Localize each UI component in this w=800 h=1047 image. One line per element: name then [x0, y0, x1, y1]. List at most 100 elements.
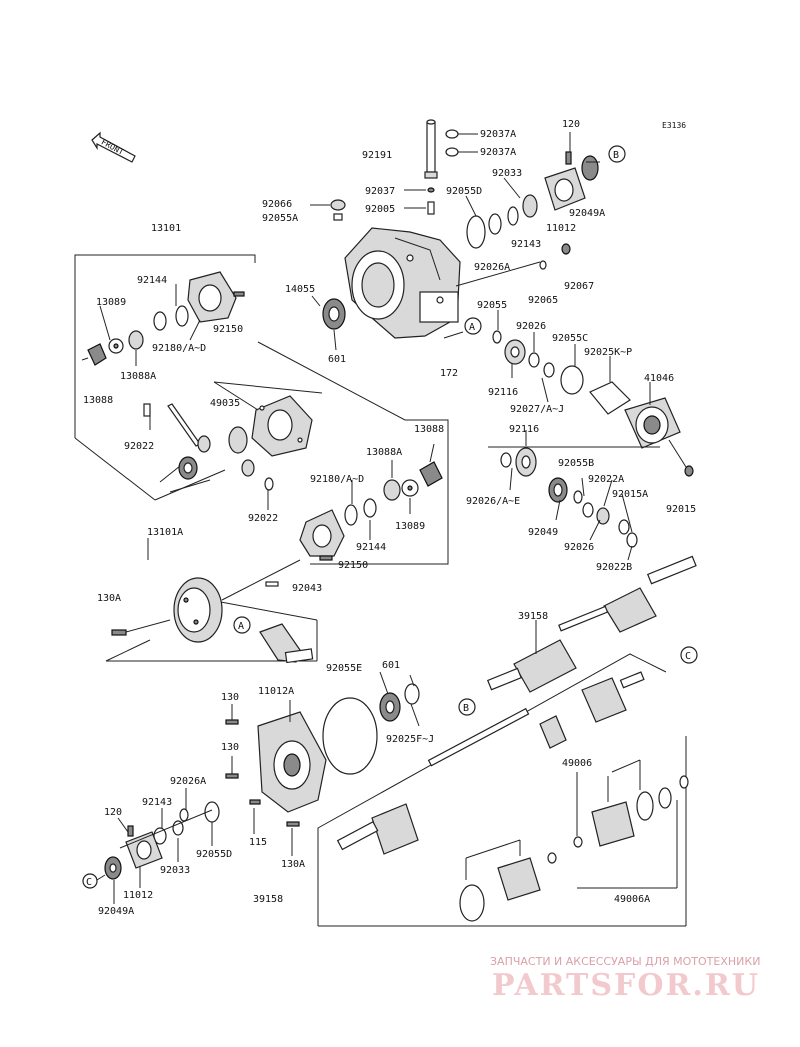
oring-92055 [492, 330, 502, 344]
label-92026-b: 92026 [564, 542, 594, 553]
bolt-130A-top [111, 629, 127, 636]
label-92065: 92065 [528, 295, 558, 306]
ring-92026A-top [539, 260, 547, 270]
label-92043: 92043 [292, 583, 322, 594]
label-92015A: 92015A [612, 489, 648, 500]
bolt-130A-low [286, 821, 300, 827]
pinion-gears [178, 426, 255, 480]
diagram-code: E3136 [662, 121, 686, 130]
bearing-92116-b [515, 447, 537, 477]
oring-92055D-top [466, 215, 486, 249]
label-601-low: 601 [382, 660, 400, 671]
shim-92025KP [589, 381, 631, 415]
ring-92026-b [582, 502, 594, 518]
label-92049: 92049 [528, 527, 558, 538]
washer-92037A-2 [445, 147, 459, 157]
callout-C-low [82, 873, 98, 889]
label-92143-low: 92143 [142, 797, 172, 808]
label-13088-r: 13088 [414, 424, 444, 435]
label-92027: 92027/A~J [510, 404, 564, 415]
label-92037A-1: 92037A [480, 129, 516, 140]
oring-92055C [560, 365, 584, 395]
bolt-120-low [127, 825, 134, 837]
label-92116-b: 92116 [509, 424, 539, 435]
bolt-120-top [565, 151, 572, 165]
callout-B-shaft-label: B [463, 703, 469, 714]
label-13101A: 13101A [147, 527, 183, 538]
diff-case-49035 [251, 395, 313, 457]
label-92180-l: 92180/A~D [152, 343, 206, 354]
washer-92037A-1 [445, 129, 459, 139]
seal-601-low [379, 692, 401, 722]
label-11012-top: 11012 [546, 223, 576, 234]
callout-A-pinion [233, 616, 251, 634]
ring-92026AE [500, 452, 512, 468]
label-39158-top: 39158 [518, 611, 548, 622]
washer-92033-low [172, 820, 184, 836]
label-92026A-top: 92026A [474, 262, 510, 273]
label-92022-m: 92022 [248, 513, 278, 524]
label-130-b: 130 [221, 742, 239, 753]
label-92015: 92015 [666, 504, 696, 515]
callout-B-top [608, 145, 626, 163]
label-130A-low: 130A [281, 859, 305, 870]
watermark-tagline: ЗАПЧАСТИ И АКСЕССУАРЫ ДЛЯ МОТОТЕХНИКИ [490, 955, 760, 968]
label-92055: 92055 [477, 300, 507, 311]
label-172: 172 [440, 368, 458, 379]
bolt-130-a [225, 719, 239, 725]
label-92150-r: 92150 [338, 560, 368, 571]
label-92026A-low: 92026A [170, 776, 206, 787]
gear-13088-l [87, 343, 107, 366]
bolt-130-b [225, 773, 239, 779]
label-92055D-low: 92055D [196, 849, 232, 860]
callout-C-low-label: C [86, 877, 92, 888]
front-arrow-icon: FRONT [91, 131, 136, 163]
label-120-top: 120 [562, 119, 580, 130]
washer-92022-m [264, 477, 274, 491]
bracket-lower-shaft [317, 653, 687, 927]
nut-92067 [561, 243, 571, 255]
label-13088-l: 13088 [83, 395, 113, 406]
label-130A-top: 130A [97, 593, 121, 604]
pin-92043 [265, 581, 279, 587]
bearing-top [522, 194, 538, 218]
breather-92066 [330, 199, 346, 221]
bolt-115 [249, 799, 261, 805]
label-92055B: 92055B [558, 458, 594, 469]
front-arrow-label: FRONT [100, 137, 126, 156]
label-41046: 41046 [644, 373, 674, 384]
seal-92049A-low [104, 856, 122, 880]
label-13101: 13101 [151, 223, 181, 234]
label-92022-l: 92022 [124, 441, 154, 452]
label-92025FJ: 92025F~J [386, 734, 434, 745]
driveshaft-lower [336, 671, 645, 855]
oring-92055E [322, 697, 378, 775]
label-92180-r: 92180/A~D [310, 474, 364, 485]
label-13088A-l: 13088A [120, 371, 156, 382]
callout-A-case [464, 317, 482, 335]
label-92049A-low: 92049A [98, 906, 134, 917]
label-39158-low: 39158 [253, 894, 283, 905]
shim-92144-l [153, 311, 167, 331]
label-92049A-top: 92049A [569, 208, 605, 219]
gear-case [344, 227, 461, 339]
label-92022A: 92022A [588, 474, 624, 485]
label-49006A: 49006A [614, 894, 650, 905]
nut-92015 [684, 465, 694, 477]
label-601-mid: 601 [328, 354, 346, 365]
housing-41046 [624, 397, 681, 449]
label-92144-r: 92144 [356, 542, 386, 553]
label-92055E: 92055E [326, 663, 362, 674]
seal-92049A-top [581, 155, 599, 181]
gear-13088A-l [128, 330, 144, 350]
callout-C-shaft-label: C [685, 651, 691, 662]
shaft-92191 [424, 119, 438, 179]
seal-601-mid [322, 298, 346, 330]
label-92066: 92066 [262, 199, 292, 210]
label-13089-l: 13089 [96, 297, 126, 308]
callout-A-pinion-label: A [238, 621, 244, 632]
label-92026: 92026 [516, 321, 546, 332]
shim-92180-l [175, 305, 189, 327]
pin-92022-l [143, 403, 201, 447]
